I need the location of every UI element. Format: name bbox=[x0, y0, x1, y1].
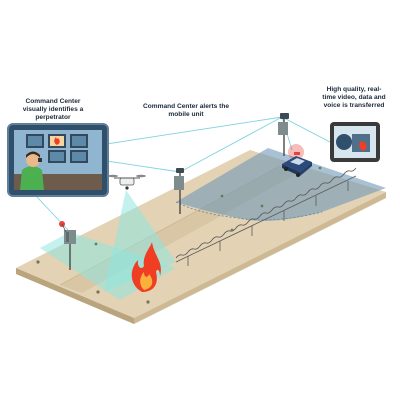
ground-right-side bbox=[134, 192, 386, 324]
monitor-icon bbox=[26, 134, 88, 163]
command-center-alerts-label: Command Center alerts the mobile unit bbox=[142, 103, 230, 118]
ground-front-side bbox=[16, 268, 134, 324]
camera-pole-right-icon bbox=[278, 113, 289, 156]
fire-icon bbox=[131, 242, 161, 292]
radio-tower-icon bbox=[59, 221, 76, 270]
barbed-wire-fence-icon bbox=[175, 167, 357, 266]
drone-icon bbox=[108, 174, 146, 190]
tablet-icon bbox=[330, 122, 380, 162]
coverage-arc bbox=[175, 201, 323, 221]
operator-icon bbox=[20, 151, 44, 190]
command-center-panel bbox=[7, 123, 109, 197]
mobile-coverage-area bbox=[176, 148, 386, 221]
patrol-car-icon bbox=[282, 144, 312, 177]
high-quality-transfer-label: High quality, real-time video, data and … bbox=[322, 86, 386, 109]
ground-markers bbox=[36, 166, 322, 304]
command-center-identifies-label: Command Center visually identifies a per… bbox=[22, 98, 84, 121]
camera-pole-icon bbox=[174, 168, 184, 214]
